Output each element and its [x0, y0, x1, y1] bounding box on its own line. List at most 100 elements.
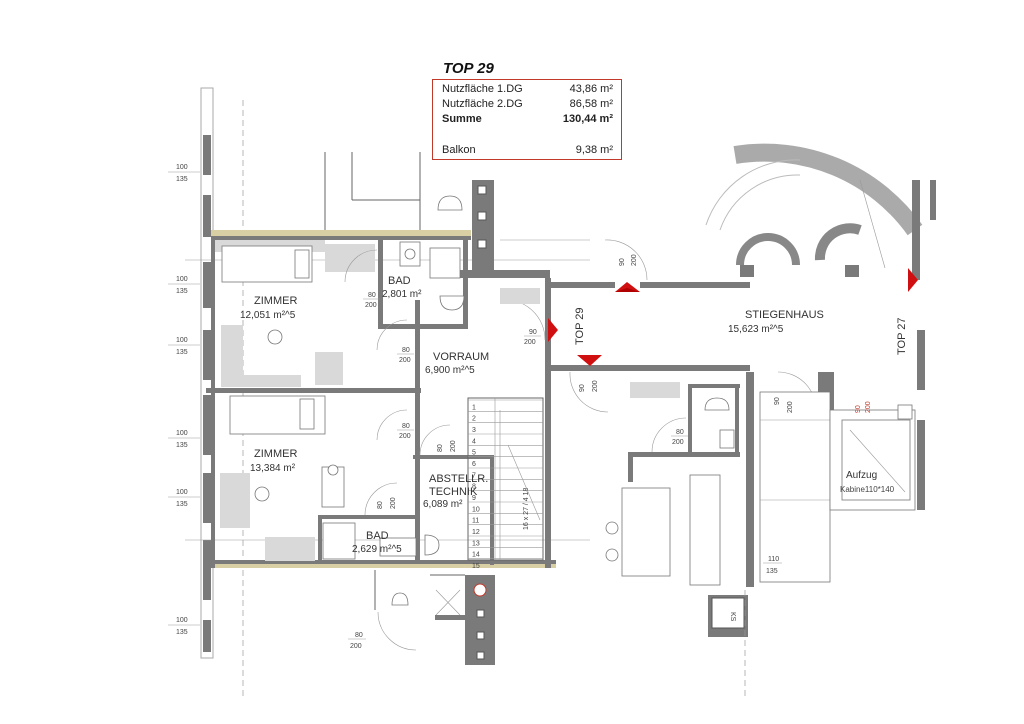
left-window-dimensions: 100 135 100 135 100 135 100 135 100 135 …	[168, 164, 200, 636]
svg-text:100: 100	[176, 276, 188, 283]
room-area-bad-1: 2,801 m²	[382, 289, 422, 300]
svg-text:100: 100	[176, 337, 188, 344]
svg-text:200: 200	[592, 380, 599, 392]
tag-top-29: TOP 29	[574, 307, 586, 345]
summary-row: Nutzfläche 1.DG 43,86 m²	[442, 83, 613, 97]
svg-text:135: 135	[176, 349, 188, 356]
svg-text:100: 100	[176, 617, 188, 624]
room-name-vorraum: VORRAUM	[433, 351, 489, 363]
summary-row: Balkon 9,38 m²	[442, 144, 613, 158]
summary-row-total: Summe 130,44 m²	[442, 113, 613, 127]
stair-step-number: 14	[472, 552, 480, 559]
svg-text:200: 200	[865, 401, 872, 413]
area-summary-table: Nutzfläche 1.DG 43,86 m² Nutzfläche 2.DG…	[432, 79, 622, 160]
svg-text:100: 100	[176, 164, 188, 171]
svg-text:135: 135	[176, 176, 188, 183]
svg-text:90: 90	[855, 405, 862, 413]
stair-step-number: 1	[472, 404, 476, 411]
summary-value: 130,44 m²	[562, 113, 613, 125]
svg-text:80: 80	[377, 501, 384, 509]
svg-text:80: 80	[368, 292, 376, 299]
upper-context	[324, 152, 590, 270]
room-name-bad-1: BAD	[388, 275, 411, 287]
svg-text:80: 80	[402, 423, 410, 430]
room-name-abstellraum: ABSTELLR.	[429, 473, 488, 485]
summary-label: Nutzfläche 2.DG	[442, 98, 523, 110]
svg-text:90: 90	[579, 384, 586, 392]
stair-step-number: 2	[472, 416, 476, 423]
room-area-abstellraum: 6,089 m²	[423, 499, 463, 510]
svg-text:200: 200	[399, 357, 411, 364]
svg-text:200: 200	[399, 433, 411, 440]
room-name-bad-2: BAD	[366, 530, 389, 542]
summary-row: Nutzfläche 2.DG 86,58 m²	[442, 98, 613, 112]
lower-context	[374, 570, 495, 665]
stair-step-number: 3	[472, 427, 476, 434]
room-area-vorraum: 6,900 m²^5	[425, 365, 475, 376]
room-name-stiegenhaus: STIEGENHAUS	[745, 309, 824, 321]
stair-step-number: 11	[472, 518, 479, 525]
svg-text:135: 135	[176, 288, 188, 295]
svg-text:200: 200	[672, 439, 684, 446]
stair-step-number: 9	[472, 495, 476, 502]
summary-value: 86,58 m²	[569, 98, 613, 110]
aufzug-detail: Kabine110*140	[840, 485, 895, 494]
stair-step-number: 15	[472, 563, 480, 570]
svg-text:135: 135	[176, 442, 188, 449]
svg-text:200: 200	[350, 643, 362, 650]
unit-title: TOP 29	[443, 60, 494, 77]
stair-step-number: 5	[472, 450, 476, 457]
stair-step-number: 4	[472, 438, 476, 445]
svg-text:80: 80	[676, 429, 684, 436]
svg-text:200: 200	[365, 302, 377, 309]
room-area-zimmer-2: 13,384 m²	[250, 463, 296, 474]
svg-text:200: 200	[524, 339, 536, 346]
room-area-stiegenhaus: 15,623 m²^5	[728, 324, 784, 335]
room-name-aufzug: Aufzug	[846, 470, 877, 481]
top-markers	[548, 268, 918, 366]
room-name-technik: TECHNIK	[429, 486, 478, 498]
svg-text:100: 100	[176, 430, 188, 437]
svg-text:200: 200	[450, 440, 457, 452]
svg-text:16 x 27 / 4 18: 16 x 27 / 4 18	[523, 487, 530, 530]
door-dimensions: 80 200 80 200 80 200 80 200 80 200 90 20…	[348, 254, 872, 650]
summary-label: Nutzfläche 1.DG	[442, 83, 523, 95]
stair-step-number: 6	[472, 461, 476, 468]
room-name-zimmer-2: ZIMMER	[254, 448, 297, 460]
room-labels: ZIMMER 12,051 m²^5 ZIMMER 13,384 m² BAD …	[240, 275, 908, 622]
stair-step-number: 7	[472, 472, 476, 479]
stair-step-number: 8	[472, 484, 476, 491]
svg-text:110: 110	[768, 556, 779, 563]
svg-text:80: 80	[437, 444, 444, 452]
furniture	[215, 240, 465, 561]
right-context	[500, 143, 936, 700]
stair-step-number: 12	[472, 529, 480, 536]
stair-step-number: 13	[472, 540, 480, 547]
left-facade	[185, 87, 590, 700]
room-area-bad-2: 2,629 m²^5	[352, 544, 402, 555]
svg-text:135: 135	[176, 501, 188, 508]
tag-top-27: TOP 27	[896, 317, 908, 355]
room-area-zimmer-1: 12,051 m²^5	[240, 310, 296, 321]
summary-value: 9,38 m²	[575, 144, 613, 156]
svg-text:90: 90	[619, 258, 626, 266]
svg-text:90: 90	[774, 397, 781, 405]
svg-text:80: 80	[402, 347, 410, 354]
door-swings	[344, 239, 817, 651]
summary-label: Summe	[442, 113, 482, 125]
summary-value: 43,86 m²	[569, 83, 613, 95]
svg-text:80: 80	[355, 632, 363, 639]
svg-text:90: 90	[529, 329, 537, 336]
svg-text:135: 135	[766, 568, 778, 575]
summary-label: Balkon	[442, 144, 476, 156]
svg-text:200: 200	[390, 497, 397, 509]
room-name-zimmer-1: ZIMMER	[254, 295, 297, 307]
apartment-walls	[206, 230, 750, 568]
svg-text:135: 135	[176, 629, 188, 636]
svg-text:100: 100	[176, 489, 188, 496]
svg-text:200: 200	[631, 254, 638, 266]
svg-text:200: 200	[787, 401, 794, 413]
stair-step-number: 10	[472, 506, 480, 513]
